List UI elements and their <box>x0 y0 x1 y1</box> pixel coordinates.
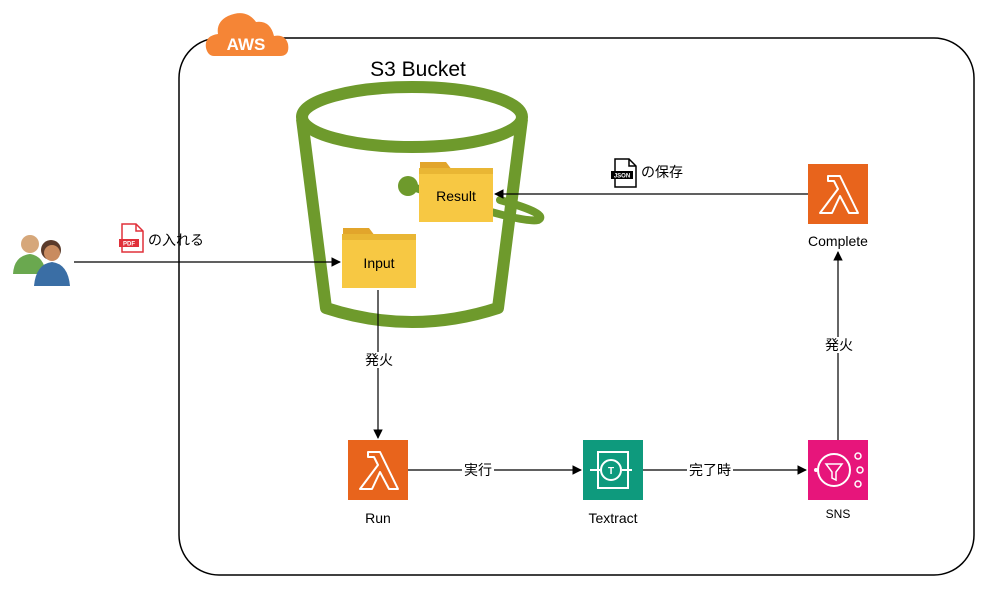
textract-label: Textract <box>588 510 638 526</box>
edge-label-textract-to-sns: 完了時 <box>687 462 733 478</box>
json-file-icon: JSON <box>611 158 637 188</box>
input-folder-label: Input <box>363 255 395 271</box>
lambda-run-icon <box>348 440 408 500</box>
input-folder-icon <box>342 228 416 288</box>
users-icon <box>13 235 70 286</box>
aws-label: AWS <box>227 35 266 54</box>
edge-label-input-to-run: 発火 <box>363 352 395 368</box>
result-folder-label: Result <box>436 188 476 204</box>
result-folder-icon <box>419 162 493 222</box>
run-label: Run <box>365 510 391 526</box>
edge-label-sns-to-complete: 発火 <box>823 337 855 353</box>
edge-label-complete-to-result: の保存 <box>641 164 683 180</box>
aws-cloud-badge: AWS <box>205 13 289 57</box>
lambda-complete-icon <box>808 164 868 224</box>
textract-icon: T <box>583 440 643 500</box>
sns-label: SNS <box>825 507 851 521</box>
edge-label-user-to-input: の入れる <box>148 232 204 248</box>
complete-label: Complete <box>808 233 868 249</box>
aws-cloud-boundary <box>178 37 975 576</box>
pdf-file-icon: PDF <box>119 223 144 253</box>
sns-icon <box>808 440 868 500</box>
bucket-ring-anchor <box>398 176 418 196</box>
bucket-title: S3 Bucket <box>370 58 466 81</box>
svg-text:PDF: PDF <box>123 242 135 248</box>
edge-label-run-to-textract: 実行 <box>462 462 494 478</box>
svg-text:JSON: JSON <box>614 174 630 180</box>
svg-text:T: T <box>608 466 614 477</box>
